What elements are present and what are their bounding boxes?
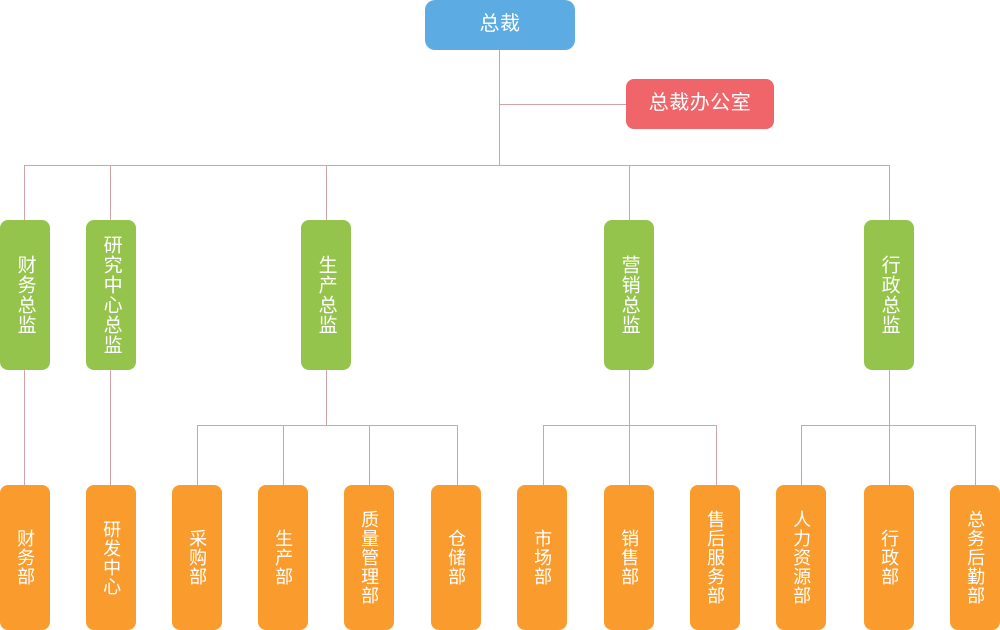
node-admin-director-label: 行政总监	[878, 255, 900, 335]
node-sales-dept[interactable]: 销售部	[604, 485, 654, 630]
node-quality-mgmt-dept[interactable]: 质量管理部	[344, 485, 394, 630]
connector-drop-finance-director	[24, 165, 25, 220]
connector-root-stem	[499, 50, 500, 165]
connector-drop-general-affairs-dept	[975, 425, 976, 485]
connector-drop-warehouse-dept	[457, 425, 458, 485]
node-general-affairs-dept[interactable]: 总务后勤部	[950, 485, 1000, 630]
node-research-director-label: 研究中心总监	[100, 235, 122, 355]
connector-root-to-office	[499, 104, 626, 105]
connector-drop-after-sales-dept	[716, 425, 717, 485]
connector-drop-purchasing-dept	[197, 425, 198, 485]
connector-drop-hr-dept	[801, 425, 802, 485]
node-rd-center[interactable]: 研发中心	[86, 485, 136, 630]
connector-marketing-bus	[543, 425, 717, 426]
connector-drop-marketing-director	[629, 165, 630, 220]
node-production-director-label: 生产总监	[315, 255, 337, 335]
node-warehouse-dept-label: 仓储部	[446, 529, 467, 586]
node-after-sales-dept[interactable]: 售后服务部	[690, 485, 740, 630]
connector-production-bus	[197, 425, 457, 426]
node-after-sales-dept-label: 售后服务部	[705, 510, 726, 605]
node-president-label: 总裁	[479, 13, 521, 36]
node-sales-dept-label: 销售部	[619, 529, 640, 586]
connector-drop-admin-dept	[889, 425, 890, 485]
node-research-director[interactable]: 研究中心总监	[86, 220, 136, 370]
connector-drop-quality-mgmt-dept	[369, 425, 370, 485]
node-hr-dept[interactable]: 人力资源部	[776, 485, 826, 630]
node-market-dept-label: 市场部	[532, 529, 553, 586]
node-finance-dept-label: 财务部	[15, 529, 36, 586]
node-president-office-label: 总裁办公室	[648, 92, 752, 115]
node-finance-dept[interactable]: 财务部	[0, 485, 50, 630]
node-finance-director-label: 财务总监	[14, 255, 36, 335]
node-marketing-director[interactable]: 营销总监	[604, 220, 654, 370]
node-production-dept[interactable]: 生产部	[258, 485, 308, 630]
node-admin-dept[interactable]: 行政部	[864, 485, 914, 630]
connector-research-to-leaf	[110, 370, 111, 485]
node-rd-center-label: 研发中心	[101, 519, 122, 596]
connector-production-stem	[326, 370, 327, 425]
node-production-director[interactable]: 生产总监	[301, 220, 351, 370]
node-production-dept-label: 生产部	[273, 529, 294, 586]
connector-drop-sales-dept	[629, 425, 630, 485]
node-president-office[interactable]: 总裁办公室	[626, 79, 774, 129]
connector-marketing-stem	[629, 370, 630, 425]
node-hr-dept-label: 人力资源部	[791, 510, 812, 605]
node-warehouse-dept[interactable]: 仓储部	[431, 485, 481, 630]
node-president[interactable]: 总裁	[425, 0, 575, 50]
connector-drop-production-director	[326, 165, 327, 220]
node-marketing-director-label: 营销总监	[618, 255, 640, 335]
connector-drop-market-dept	[543, 425, 544, 485]
node-purchasing-dept-label: 采购部	[187, 529, 208, 586]
connector-drop-research-director	[110, 165, 111, 220]
connector-drop-production-dept	[283, 425, 284, 485]
connector-drop-admin-director	[889, 165, 890, 220]
connector-finance-to-leaf	[24, 370, 25, 485]
node-market-dept[interactable]: 市场部	[517, 485, 567, 630]
node-admin-dept-label: 行政部	[879, 529, 900, 586]
node-general-affairs-dept-label: 总务后勤部	[965, 510, 986, 605]
connector-level2-bus	[24, 165, 889, 166]
node-purchasing-dept[interactable]: 采购部	[172, 485, 222, 630]
connector-admin-bus	[801, 425, 975, 426]
node-quality-mgmt-dept-label: 质量管理部	[359, 510, 380, 605]
connector-admin-stem	[889, 370, 890, 425]
node-finance-director[interactable]: 财务总监	[0, 220, 50, 370]
node-admin-director[interactable]: 行政总监	[864, 220, 914, 370]
